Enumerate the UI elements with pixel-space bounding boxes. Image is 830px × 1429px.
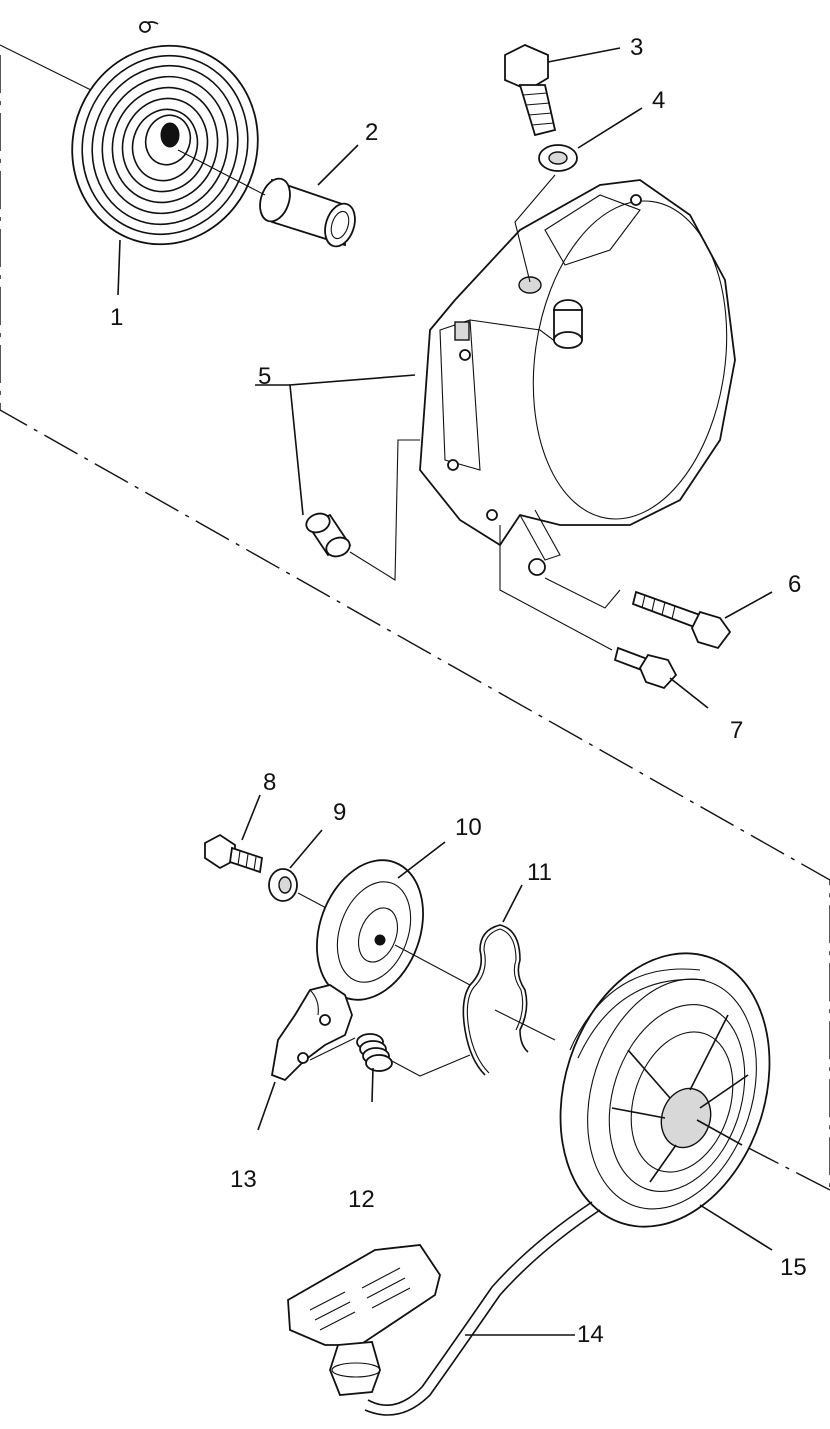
label-part-7: 7 <box>730 717 743 744</box>
label-part-4: 4 <box>652 87 665 114</box>
part-15-reel <box>559 952 773 1251</box>
label-part-1: 1 <box>110 304 123 331</box>
part-7-bolt <box>499 525 709 709</box>
part-labels: 1 2 3 4 5 6 7 8 9 10 11 12 13 14 15 <box>110 34 807 1348</box>
label-part-15: 15 <box>780 1254 807 1281</box>
part-2-bushing <box>177 144 359 248</box>
part-1-recoil-spring <box>71 21 259 296</box>
part-4-washer <box>514 107 643 283</box>
label-part-5: 5 <box>258 363 271 390</box>
part-14-starter-handle <box>287 1201 601 1416</box>
label-part-11: 11 <box>527 859 552 886</box>
part-9-washer <box>268 829 331 911</box>
label-part-2: 2 <box>365 119 378 146</box>
recoil-housing <box>419 179 736 576</box>
part-11-wire-spring <box>462 884 556 1076</box>
part-3-bolt <box>504 44 621 137</box>
label-part-6: 6 <box>788 571 801 598</box>
label-part-8: 8 <box>263 769 276 796</box>
label-part-9: 9 <box>333 799 346 826</box>
part-8-bolt <box>204 794 263 874</box>
part-5-dowel <box>255 374 420 581</box>
label-part-14: 14 <box>577 1321 604 1348</box>
label-part-13: 13 <box>230 1166 257 1193</box>
label-part-3: 3 <box>630 34 643 61</box>
part-12-coil-spring <box>356 1033 471 1103</box>
label-part-12: 12 <box>348 1186 375 1213</box>
part-13-ratchet-pawl <box>257 984 356 1131</box>
part-6-bolt <box>544 577 773 650</box>
label-part-10: 10 <box>455 814 482 841</box>
